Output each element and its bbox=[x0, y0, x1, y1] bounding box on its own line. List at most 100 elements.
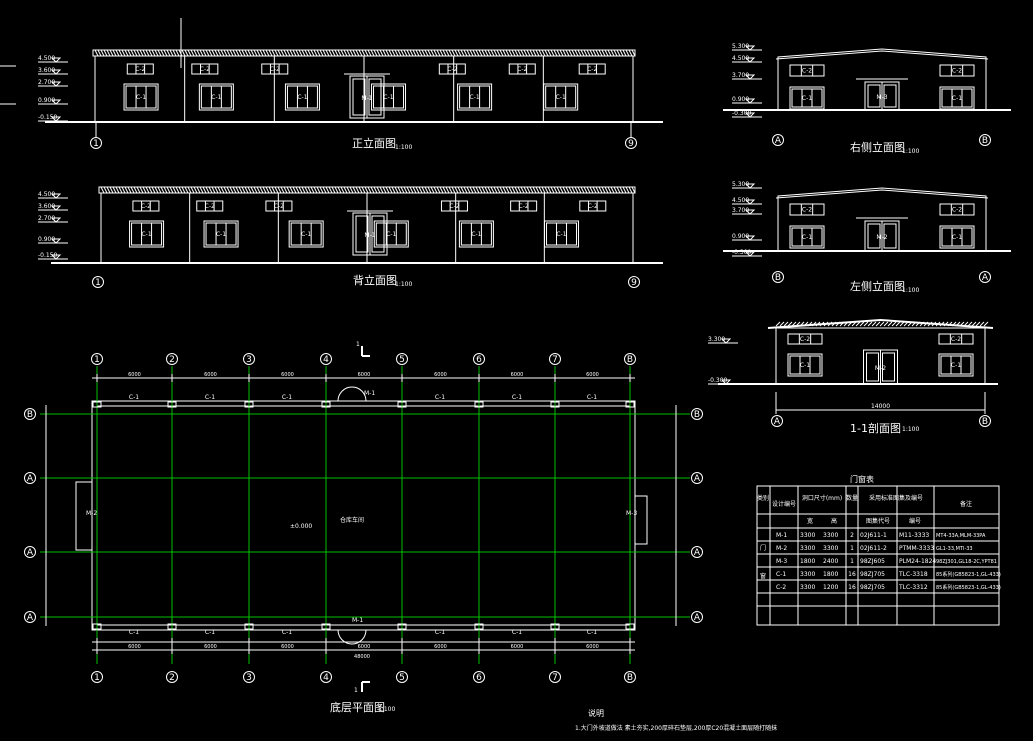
window-c1: C-1 bbox=[123, 83, 159, 111]
front-elevation-hatch bbox=[196, 49, 201, 57]
front-level-value: 3.600 bbox=[38, 67, 55, 74]
back-elevation-hatch bbox=[469, 186, 474, 194]
axis-right-A-label: A bbox=[775, 136, 782, 146]
section-truss bbox=[891, 321, 897, 327]
window-label: C-2 bbox=[449, 203, 459, 210]
axis-plan-bottom-2-label: 2 bbox=[169, 673, 175, 683]
back-elevation-hatch bbox=[502, 186, 507, 194]
window-inner bbox=[460, 222, 492, 246]
back-elevation-hatch bbox=[574, 186, 579, 194]
window-frame bbox=[789, 203, 825, 216]
back-elevation-hatch bbox=[139, 186, 144, 194]
door-leaf bbox=[866, 352, 879, 382]
back-elevation-hatch bbox=[544, 186, 549, 194]
schedule-cell-h: 2400 bbox=[823, 558, 838, 565]
schedule-category: 门 bbox=[760, 544, 766, 552]
front-elevation-hatch bbox=[304, 49, 309, 57]
front-level-triangle bbox=[50, 99, 62, 105]
schedule-subheader: 高 bbox=[831, 517, 837, 525]
back-elevation-hatch bbox=[529, 186, 534, 194]
front-elevation-hatch bbox=[292, 49, 297, 57]
back-elevation-hatch bbox=[118, 186, 123, 194]
back-elevation-hatch bbox=[127, 186, 132, 194]
window-c2: C-2 bbox=[196, 200, 224, 212]
right-level-triangle bbox=[744, 45, 756, 51]
front-scale: 1:100 bbox=[395, 144, 412, 151]
plan-column bbox=[474, 401, 484, 408]
back-level-value: -0.150 bbox=[38, 252, 58, 259]
plan-door-top-label: M-1 bbox=[364, 390, 375, 397]
section-truss bbox=[795, 321, 801, 327]
axis-plan-bottom-B bbox=[624, 671, 636, 683]
plan-dim-bottom-value: 6000 bbox=[204, 644, 217, 650]
axis-plan-top-4 bbox=[320, 353, 332, 365]
section-truss bbox=[823, 321, 829, 327]
front-elevation-hatch bbox=[610, 49, 615, 57]
front-elevation-hatch bbox=[550, 49, 555, 57]
window-label: C-1 bbox=[556, 231, 566, 238]
section-truss bbox=[847, 321, 853, 327]
left-level-triangle bbox=[744, 199, 756, 205]
front-elevation-hatch bbox=[349, 49, 354, 57]
back-elevation-hatch bbox=[358, 186, 363, 194]
front-elevation-hatch bbox=[103, 49, 108, 57]
window-c2: C-2 bbox=[438, 63, 466, 75]
front-elevation-hatch bbox=[583, 49, 588, 57]
front-elevation-hatch bbox=[388, 49, 393, 57]
back-elevation-hatch bbox=[460, 186, 465, 194]
back-elevation-hatch bbox=[343, 186, 348, 194]
front-elevation-hatch bbox=[340, 49, 345, 57]
plan-dim-top-value: 6000 bbox=[358, 372, 371, 378]
right-level-value: 0.900 bbox=[732, 96, 749, 103]
section-marker-top-label: 1 bbox=[356, 341, 360, 348]
front-elevation-hatch bbox=[370, 49, 375, 57]
door-leaf bbox=[882, 352, 895, 382]
front-elevation-hatch bbox=[115, 49, 120, 57]
section-truss bbox=[879, 321, 885, 327]
back-elevation-hatch bbox=[298, 186, 303, 194]
window-inner bbox=[545, 85, 577, 109]
axis-back-9 bbox=[628, 276, 640, 288]
section-truss bbox=[895, 321, 901, 327]
right-level-triangle bbox=[744, 57, 756, 63]
front-elevation-hatch bbox=[562, 49, 567, 57]
schedule-table: 门窗表类别设计编号洞口尺寸(mm)数量采用标准图集及编号备注宽高图集代号编号门窗… bbox=[756, 474, 1001, 626]
door-label: M-1 bbox=[364, 232, 375, 239]
back-elevation-hatch bbox=[346, 186, 351, 194]
window-label: C-2 bbox=[517, 66, 527, 73]
front-elevation-hatch bbox=[124, 49, 129, 57]
back-elevation-hatch bbox=[406, 186, 411, 194]
back-elevation-hatch bbox=[556, 186, 561, 194]
axis-section-B-label: B bbox=[982, 417, 988, 427]
front-elevation-hatch bbox=[508, 49, 513, 57]
axis-plan-top-7 bbox=[549, 353, 561, 365]
door-leaf bbox=[867, 223, 881, 249]
section-truss bbox=[903, 321, 909, 327]
section-truss bbox=[871, 321, 877, 327]
front-elevation-hatch bbox=[361, 49, 366, 57]
back-elevation-hatch bbox=[190, 186, 195, 194]
plan-column bbox=[625, 401, 635, 408]
axis-plan-right-0 bbox=[691, 408, 703, 420]
back-elevation-hatch bbox=[490, 186, 495, 194]
front-elevation-hatch bbox=[208, 49, 213, 57]
axis-left-A-label: A bbox=[982, 273, 989, 283]
plan-dim-top-value: 6000 bbox=[586, 372, 599, 378]
section-truss bbox=[819, 321, 825, 327]
axis-front-9-label: 9 bbox=[628, 139, 634, 149]
front-elevation-hatch bbox=[463, 49, 468, 57]
front-level-value: 4.500 bbox=[38, 55, 55, 62]
section-truss bbox=[815, 321, 821, 327]
window-frame bbox=[196, 200, 224, 212]
front-elevation-hatch bbox=[325, 49, 330, 57]
right-level-triangle bbox=[744, 112, 756, 118]
back-elevation-hatch bbox=[496, 186, 501, 194]
back-elevation-hatch bbox=[325, 186, 330, 194]
window-c1: C-1 bbox=[284, 83, 320, 111]
back-elevation-hatch bbox=[316, 186, 321, 194]
schedule-cell-w: 1800 bbox=[800, 558, 815, 565]
axis-plan-top-5-label: 5 bbox=[399, 355, 405, 365]
window-label: C-1 bbox=[952, 95, 962, 102]
back-elevation-hatch bbox=[628, 186, 633, 194]
plan-column bbox=[92, 401, 102, 408]
